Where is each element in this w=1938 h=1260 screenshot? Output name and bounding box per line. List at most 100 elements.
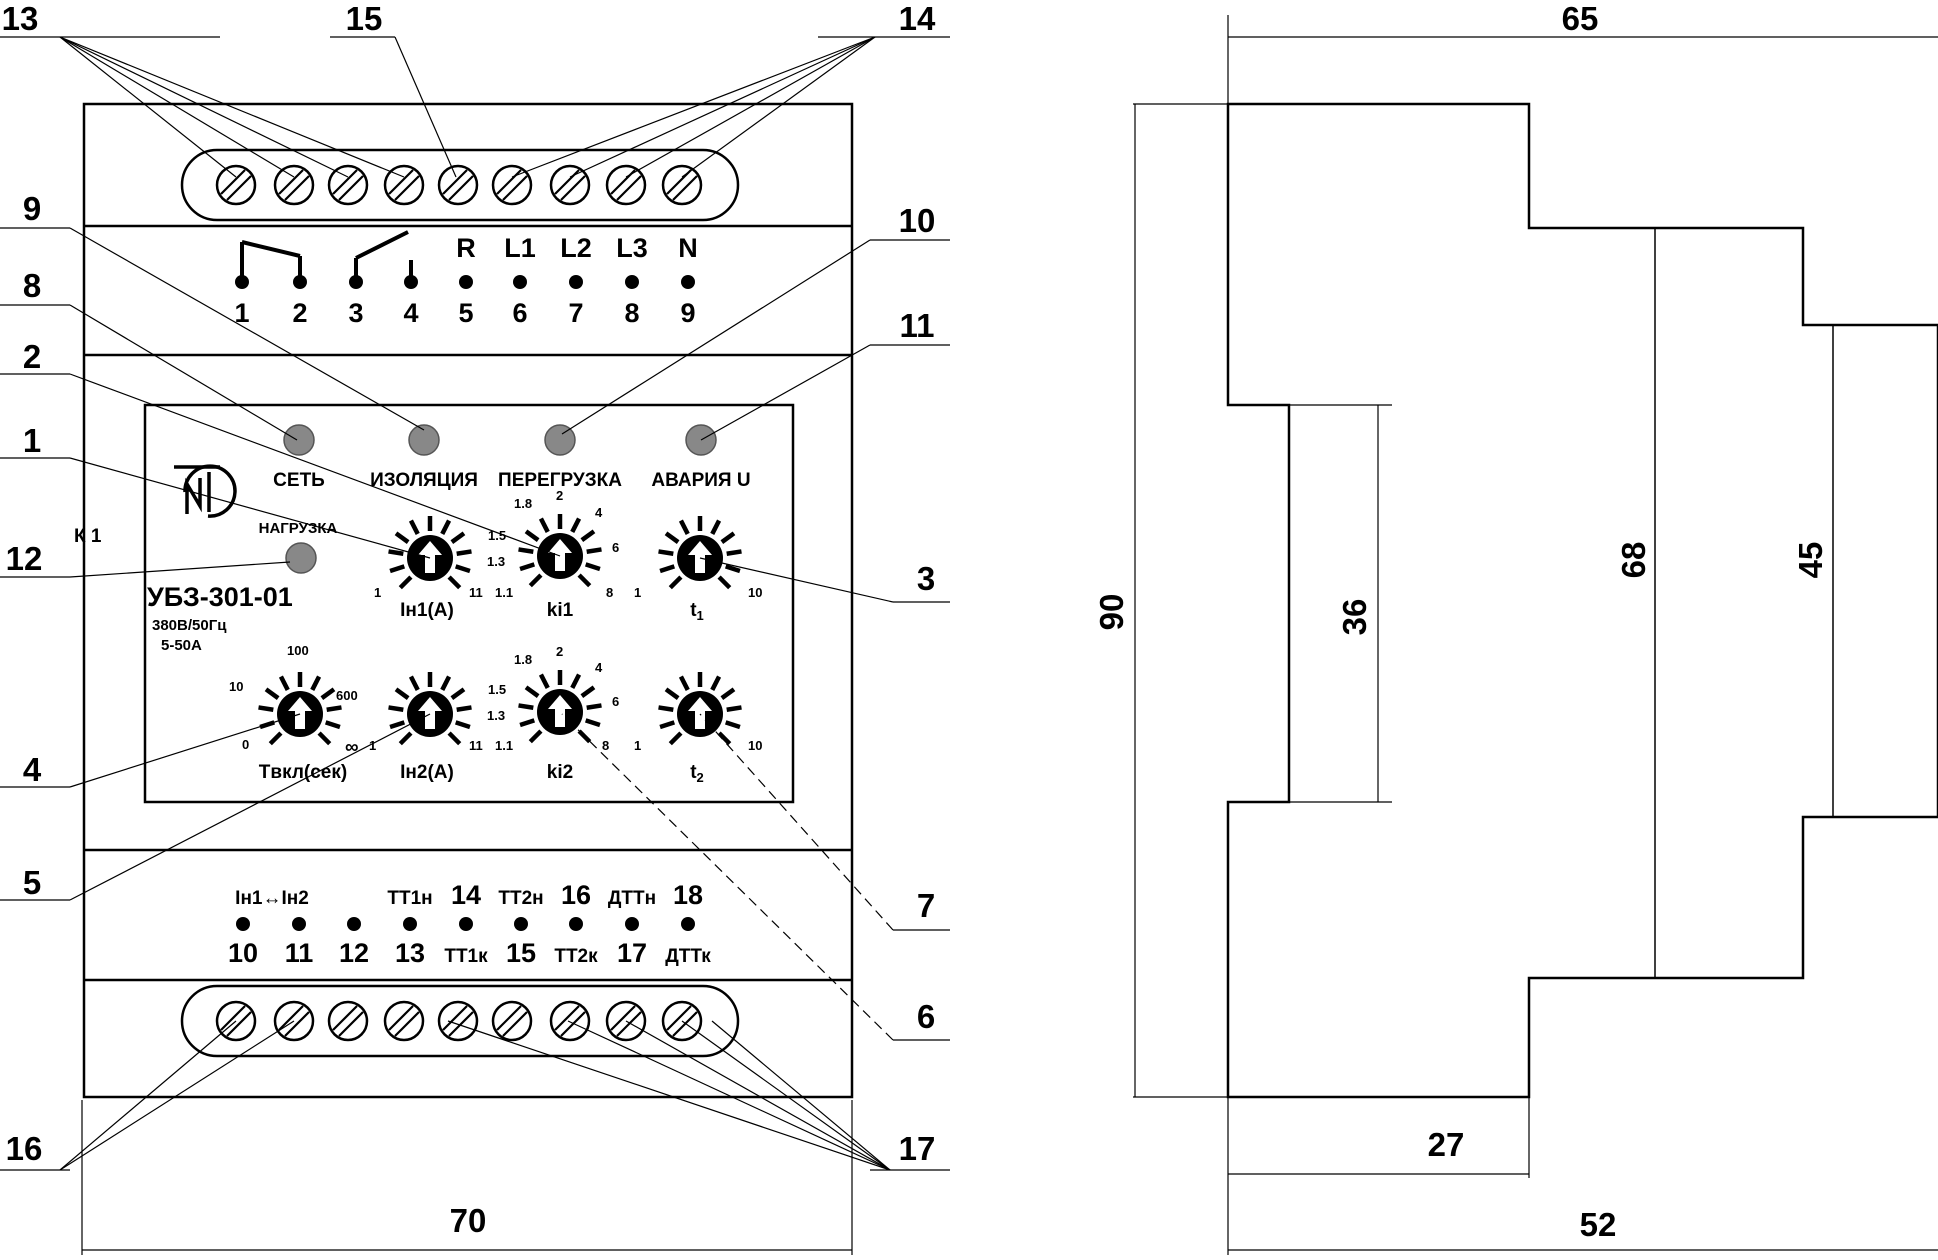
scale-ki1: 1.8 [514,496,532,511]
knob-tick [710,519,722,535]
terminal-dot [513,275,527,289]
scale-ki1: 8 [606,585,613,600]
side-profile [1226,102,1938,1099]
scale-t1-max: 10 [748,585,762,600]
terminal-label: ТТ1н [387,888,432,909]
knob-in2-icon [388,672,472,746]
terminal-dot [404,275,418,289]
knob-tick [720,531,736,544]
screw-head [661,164,703,206]
terminal-number: 13 [395,938,425,968]
scale-ki1: 1.1 [495,585,513,600]
knob-arrow-icon [418,541,442,573]
screw-slot [442,1005,468,1031]
side-view [1226,102,1938,1099]
knob-tick [538,517,550,533]
knob-tick [580,529,596,542]
knob-tick [278,675,290,691]
knob-tick [658,549,674,556]
callout-8: 8 [23,267,41,304]
screw-slot [220,1005,246,1031]
screw-slot [496,1005,522,1031]
knob-t2-label: t2 [690,762,704,785]
scale-ki2: 8 [602,738,609,753]
knob-tick [586,547,602,554]
screw-slot [284,175,310,201]
callout-7: 7 [917,887,935,924]
voltage-label: 380В/50Гц [152,617,227,634]
scale-tvkl: 100 [287,643,309,658]
knob-tick [720,687,736,700]
terminal-dot [235,275,249,289]
callout-17: 17 [899,1130,936,1167]
terminal-number: 4 [403,298,418,328]
knob-tick [518,703,534,710]
screw-slot [502,175,528,201]
knob-tick [658,705,674,712]
screw-slot [338,175,364,201]
led-load [285,542,317,574]
scale-t2-max: 10 [748,738,762,753]
knob-tick [717,575,732,590]
knob-tick [320,687,336,700]
terminal-screw-icon [383,164,425,206]
bottom-terminal-dots [236,917,695,931]
screw-slot [332,1005,358,1031]
knob-tick [454,564,471,574]
dim-rail: 36 [1336,599,1373,636]
screw-slot [672,1011,698,1037]
knob-tick [580,685,596,698]
knob-tick [659,564,676,574]
leader-lines [0,36,950,1171]
rotary-knobs [258,514,742,746]
terminal-screw-icon [661,164,703,206]
knob-tick [324,720,341,730]
knob-tick [456,549,472,556]
scale-ki2: 2 [556,644,563,659]
dim-depth-b: 52 [1580,1206,1617,1243]
screw-head [605,164,647,206]
knob-tick [398,731,413,746]
terminal-symbol: R [456,233,476,263]
scale-t1-min: 1 [634,585,641,600]
knob-arrow-icon [288,697,312,729]
knob-tick [570,673,582,689]
bottom-terminal-strip [180,984,740,1058]
scale-ki1: 6 [612,540,619,555]
terminal-label: 16 [561,880,591,910]
screw-head [437,1000,479,1042]
scale-in2-min: 1 [369,738,376,753]
knob-tick [454,720,471,730]
knob-arrow-icon [548,695,572,727]
screw-slot [226,175,252,201]
screw-head [327,1000,369,1042]
top-terminal-dots [235,275,695,289]
knob-tick [394,531,410,544]
callout-10: 10 [899,202,936,239]
terminal-dot [349,275,363,289]
terminal-number: 10 [228,938,258,968]
led-label: ИЗОЛЯЦИЯ [370,470,478,491]
screw-slot [610,1005,636,1031]
terminal-screw-icon [491,1000,533,1042]
bottom-terminal-labels: Iн1↔Iн2 ТТ1н 14 ТТ2н 16 ДТТн 18 10 11 12… [228,880,711,968]
terminal-dot [403,917,417,931]
screw-slot [666,1005,692,1031]
knob-tick [524,685,540,698]
screw-slot [448,175,474,201]
knob-tvkl-label: Tвкл(сек) [259,762,347,783]
knob-tick [388,549,404,556]
dim-front-width: 70 [450,1202,487,1239]
screw-slot [284,1011,310,1037]
terminal-screw-icon [327,1000,369,1042]
knob-tick [528,729,543,744]
scale-ki2: 4 [595,660,603,675]
terminal-screw-icon [491,164,533,206]
knob-ki1-icon [518,514,602,588]
callout-13: 13 [2,0,39,37]
knob-tick [668,575,683,590]
scale-ki1: 4 [595,505,603,520]
terminal-dot [625,917,639,931]
screw-slot [278,169,304,195]
knob-tick [258,705,274,712]
